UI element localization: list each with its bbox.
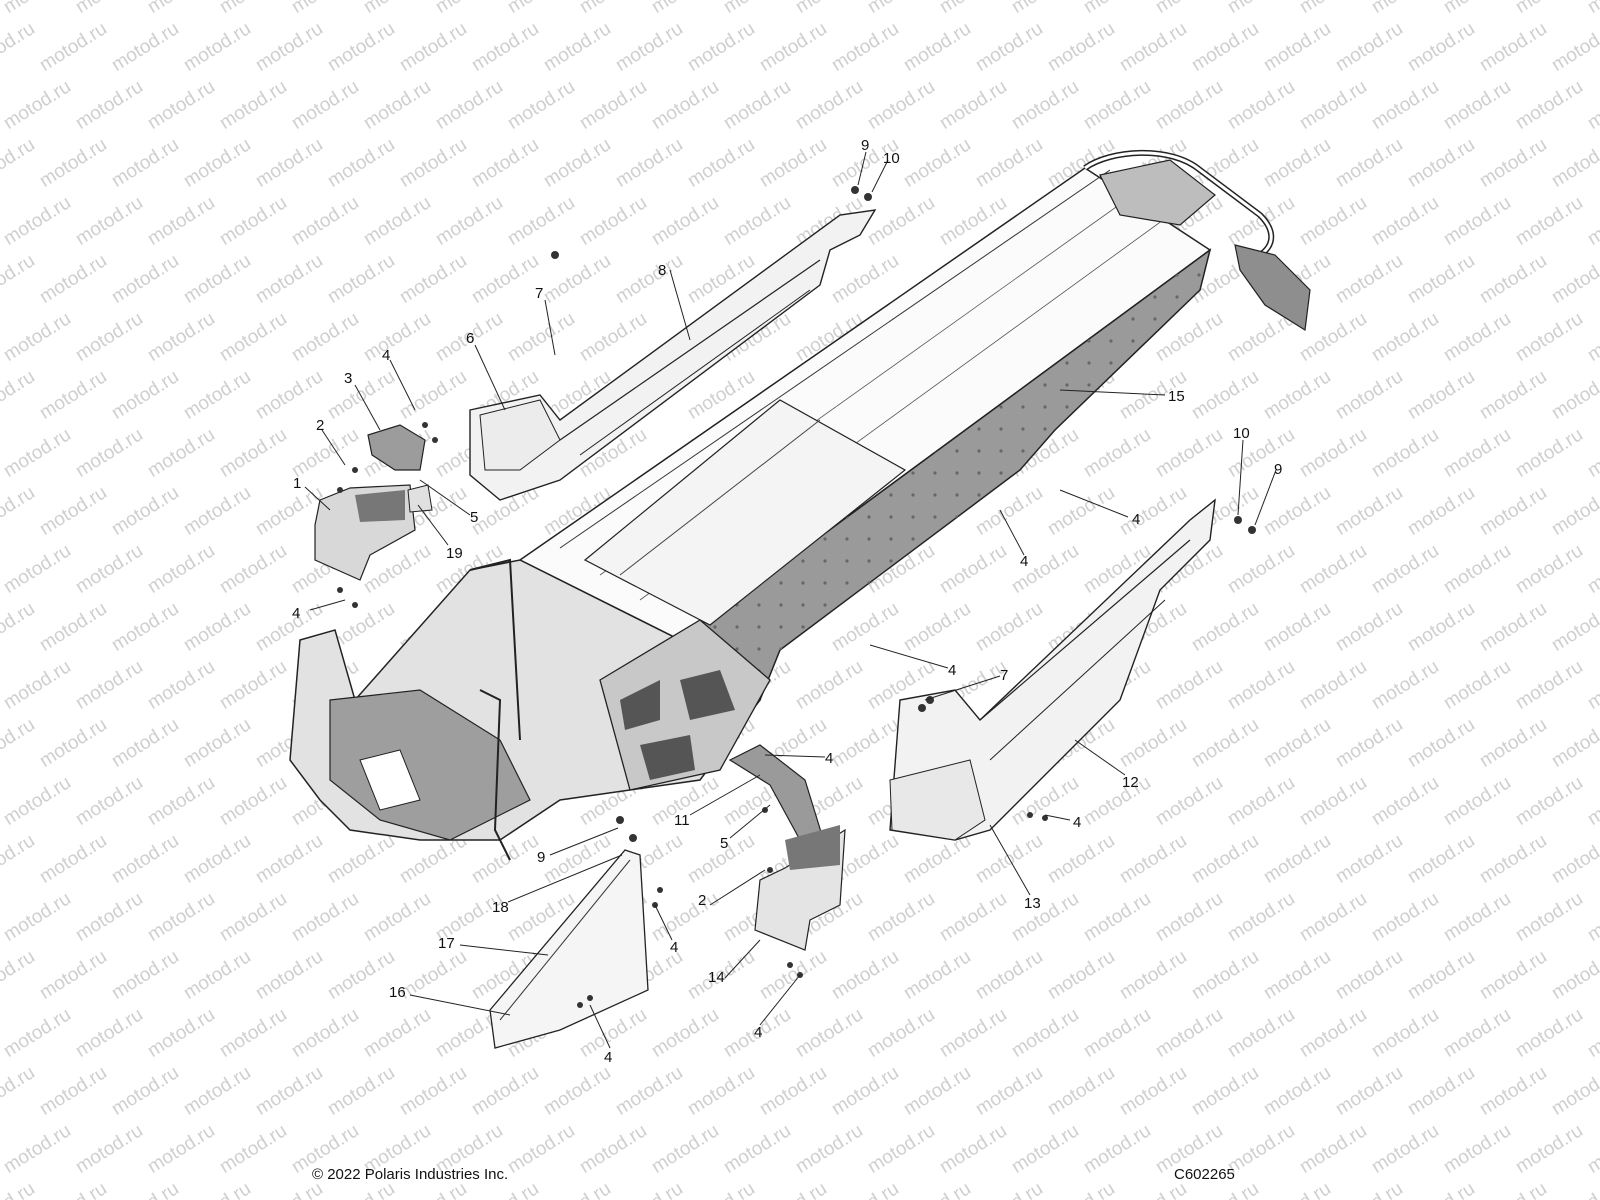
callout-4: 4 bbox=[604, 1049, 612, 1066]
callout-16: 16 bbox=[389, 984, 406, 1001]
callout-labels: 9 10 8 7 6 4 3 2 1 5 19 4 15 10 9 4 4 4 … bbox=[292, 137, 1282, 1066]
callout-3: 3 bbox=[344, 370, 352, 387]
callout-6: 6 bbox=[466, 330, 474, 347]
callout-4: 4 bbox=[1132, 511, 1140, 528]
side-panel-16 bbox=[489, 849, 649, 1049]
callout-4: 4 bbox=[948, 662, 956, 679]
callout-4: 4 bbox=[825, 750, 833, 767]
leader-lines bbox=[304, 151, 1277, 1049]
callout-14: 14 bbox=[708, 969, 725, 986]
right-running-board bbox=[889, 498, 1216, 841]
callout-9: 9 bbox=[537, 849, 545, 866]
rear-bumper bbox=[1083, 149, 1275, 258]
plate-19 bbox=[407, 484, 433, 513]
callout-9: 9 bbox=[861, 137, 869, 154]
callout-2: 2 bbox=[316, 417, 324, 434]
callout-7: 7 bbox=[535, 285, 543, 302]
callout-4: 4 bbox=[670, 939, 678, 956]
callout-17: 17 bbox=[438, 935, 455, 952]
tunnel bbox=[518, 167, 1212, 702]
figure-code: C602265 bbox=[1174, 1166, 1235, 1183]
callout-5: 5 bbox=[470, 509, 478, 526]
callout-8: 8 bbox=[658, 262, 666, 279]
callout-7: 7 bbox=[1000, 667, 1008, 684]
callout-2: 2 bbox=[698, 892, 706, 909]
bracket-11 bbox=[728, 744, 826, 846]
callout-4: 4 bbox=[292, 605, 300, 622]
callout-4: 4 bbox=[1020, 553, 1028, 570]
callout-15: 15 bbox=[1168, 388, 1185, 405]
left-running-board bbox=[469, 209, 877, 501]
callout-4: 4 bbox=[1073, 814, 1081, 831]
callout-12: 12 bbox=[1122, 774, 1139, 791]
callout-4: 4 bbox=[382, 347, 390, 364]
callout-9: 9 bbox=[1274, 461, 1282, 478]
callout-5: 5 bbox=[720, 835, 728, 852]
bracket-3 bbox=[367, 424, 426, 471]
fasteners bbox=[337, 186, 1256, 1008]
front-chassis bbox=[289, 558, 771, 861]
vent-panel-14 bbox=[754, 825, 846, 951]
callout-10: 10 bbox=[1233, 425, 1250, 442]
callout-13: 13 bbox=[1024, 895, 1041, 912]
callout-1: 1 bbox=[293, 475, 301, 492]
callout-4: 4 bbox=[754, 1024, 762, 1041]
callout-19: 19 bbox=[446, 545, 463, 562]
copyright-notice: © 2022 Polaris Industries Inc. bbox=[312, 1166, 509, 1183]
callout-18: 18 bbox=[492, 899, 509, 916]
vent-panel-left bbox=[314, 484, 416, 581]
callout-10: 10 bbox=[883, 150, 900, 167]
callout-11: 11 bbox=[674, 812, 690, 829]
snow-flap bbox=[1234, 244, 1311, 332]
